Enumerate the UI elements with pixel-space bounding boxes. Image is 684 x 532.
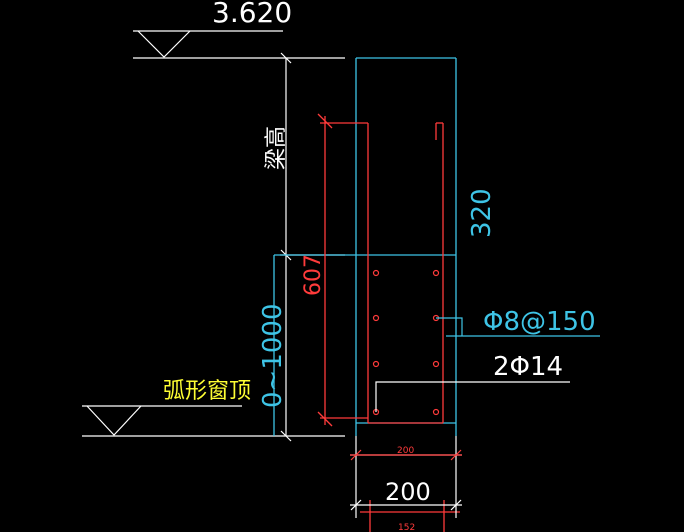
dim-152-text: 152 <box>398 523 415 532</box>
beam-outline-upper <box>355 57 457 255</box>
bottom-bar-leader <box>375 381 570 412</box>
range-dim-text: 0~1000 <box>258 304 288 409</box>
dim-320-text: 320 <box>467 188 497 238</box>
stirrup-label: Φ8@150 <box>483 307 596 337</box>
vertical-dim-line-left <box>280 52 345 442</box>
dim-200-large-text: 200 <box>385 478 431 506</box>
beam-height-label: 梁高 <box>264 126 289 170</box>
bottom-bar-label: 2Φ14 <box>493 352 563 382</box>
dim-607-text: 607 <box>301 254 326 296</box>
rebar-dots <box>372 269 440 416</box>
rebar-outline <box>317 113 460 532</box>
bottom-dim-red <box>350 449 462 461</box>
elevation-marker-bottom <box>82 405 345 437</box>
elevation-top-text: 3.620 <box>212 0 292 29</box>
dim-200-small-text: 200 <box>397 446 414 456</box>
arc-window-top-label: 弧形窗顶 <box>163 379 251 404</box>
elevation-marker-top <box>133 30 345 59</box>
stirrup-leader <box>436 317 600 337</box>
